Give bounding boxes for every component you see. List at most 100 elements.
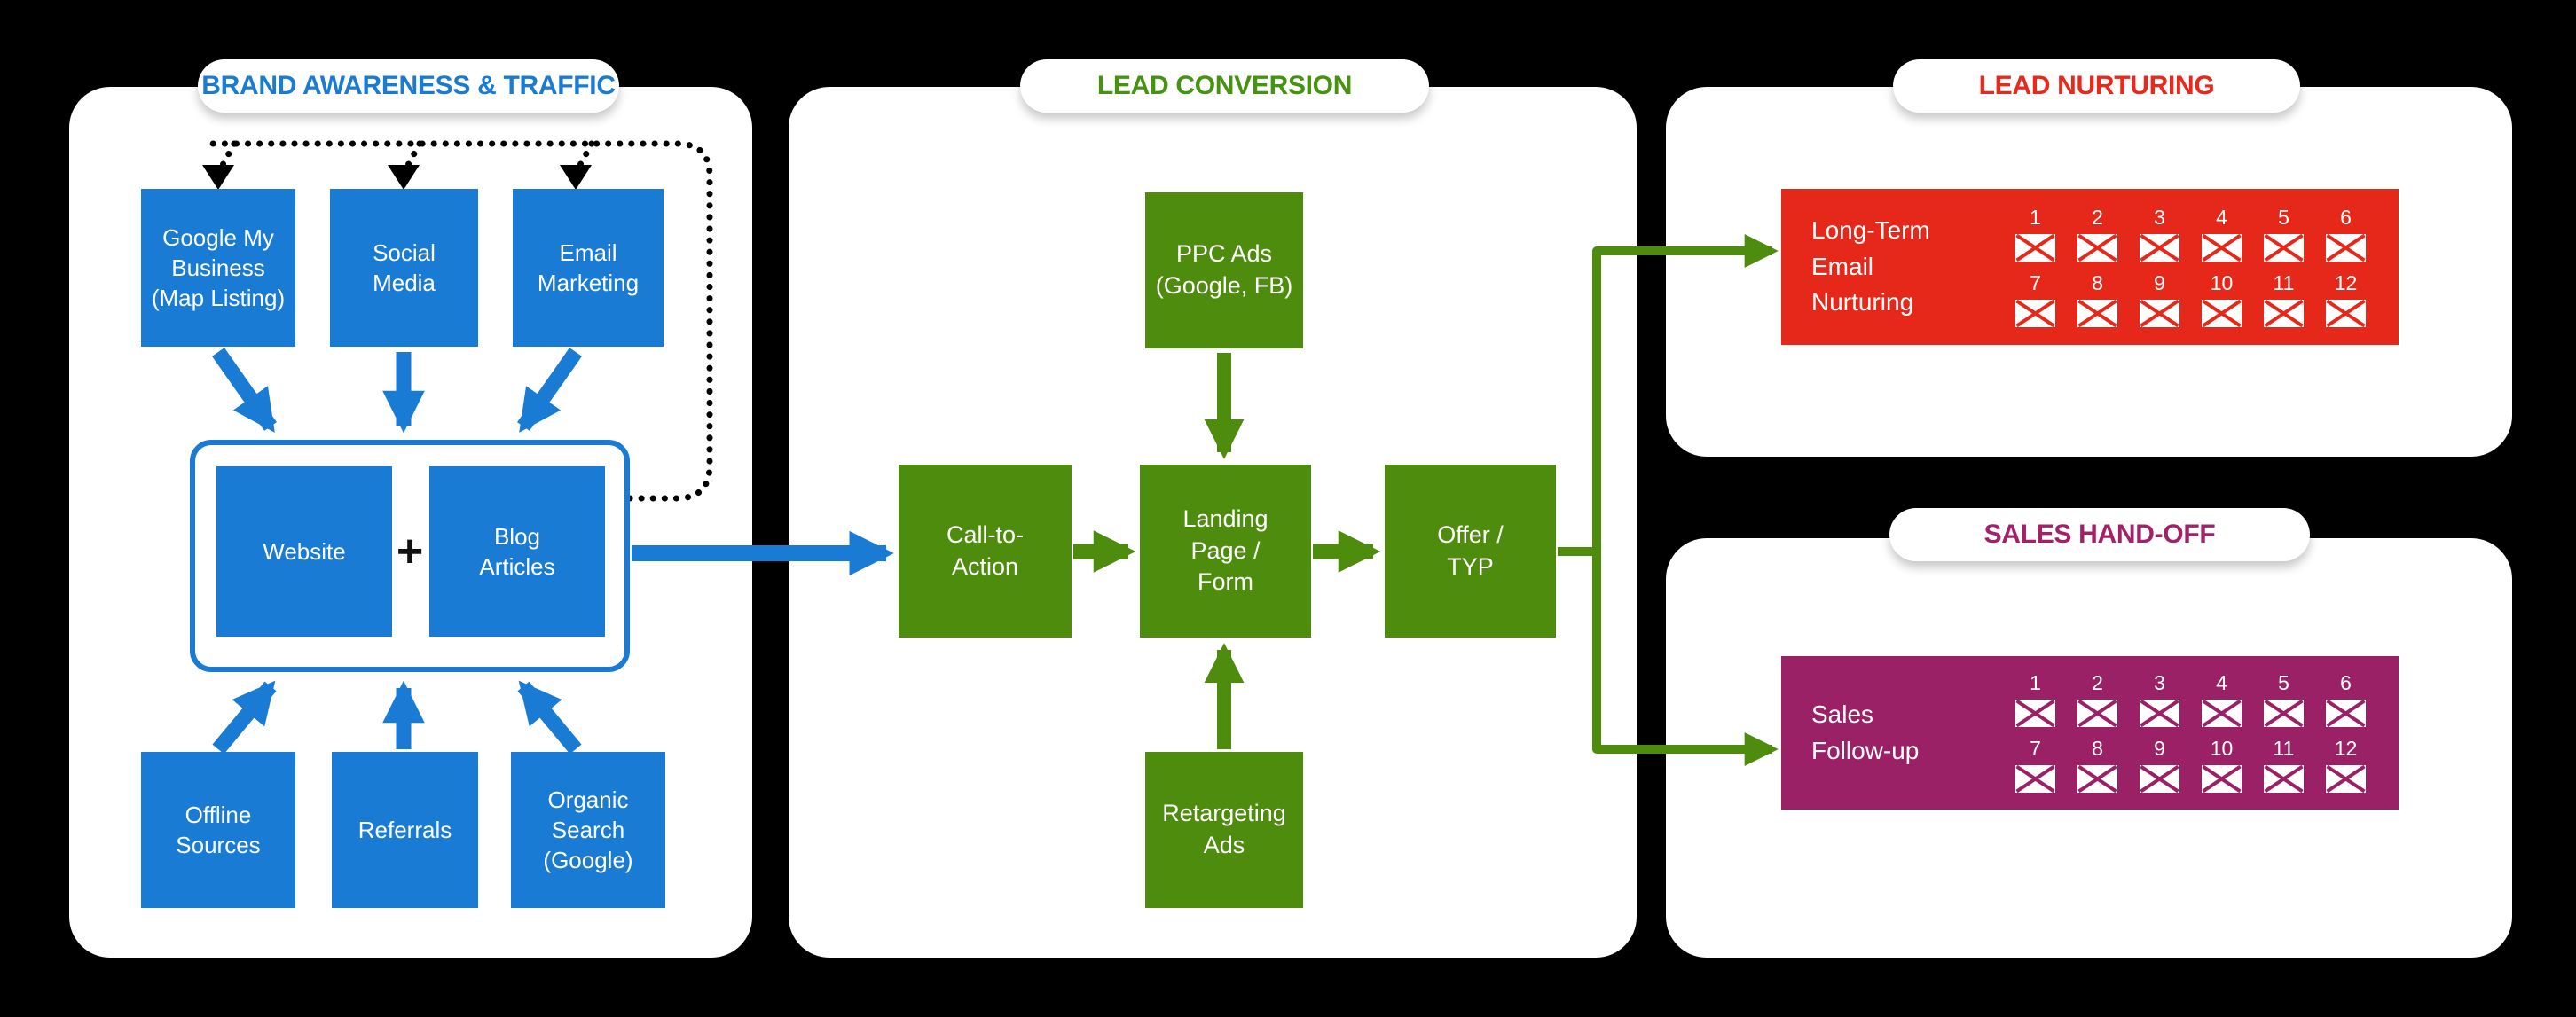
email-number: 12 [2334,270,2358,294]
email-step: 9 [2140,739,2179,793]
email-number: 7 [2030,270,2041,294]
email-step: 5 [2264,673,2304,727]
envelope-icon [2326,299,2366,327]
email-number: 9 [2154,270,2165,294]
email-number: 1 [2030,671,2041,694]
badge-sales-handoff: SALES HAND-OFF [1889,508,2310,561]
email-number: 10 [2210,737,2234,760]
sales-label: Sales Follow-up [1811,700,1920,764]
email-number: 9 [2154,737,2165,760]
plus-sign: + [396,526,424,577]
email-step: 9 [2140,270,2179,327]
dotted-drop-gmb [218,140,238,170]
email-step: 1 [2015,673,2055,727]
arrow-email-to-hub [517,348,582,433]
email-step: 10 [2202,739,2242,793]
badge-lead-nurturing: LEAD NURTURING [1893,59,2300,113]
email-number: 1 [2030,205,2041,229]
envelope-icon [2202,233,2242,262]
dotted-arrowhead-email [560,165,592,190]
email-number: 5 [2278,671,2289,694]
email-step: 7 [2015,739,2055,793]
email-number: 2 [2092,205,2103,229]
envelope-icon [2202,700,2242,727]
email-step: 11 [2264,270,2304,327]
envelope-icon [2077,299,2117,327]
arrow-organic-to-hub [517,680,582,755]
envelope-icon [2326,233,2366,262]
arrow-offline-to-hub [212,680,277,755]
envelope-icon [2077,700,2117,727]
email-number: 12 [2334,737,2358,760]
email-step: 5 [2264,207,2304,262]
email-number: 11 [2273,737,2295,760]
envelope-icon [2202,299,2242,327]
email-step: 2 [2077,207,2117,262]
box-landing-page: Landing Page / Form [1140,465,1311,638]
envelope-icon [2264,299,2304,327]
box-website: Website [216,466,392,637]
email-number: 11 [2273,270,2295,294]
email-number: 6 [2340,205,2352,229]
email-step: 8 [2077,739,2117,793]
envelope-icon [2264,233,2304,262]
email-step: 12 [2326,270,2366,327]
dotted-arrowhead-social [388,165,420,190]
email-number: 8 [2092,270,2103,294]
envelope-icon [2015,765,2055,793]
envelope-icon [2264,700,2304,727]
envelope-icon [2264,765,2304,793]
email-number: 3 [2154,205,2165,229]
box-social-media: Social Media [330,189,478,347]
email-step: 2 [2077,673,2117,727]
email-number: 4 [2216,205,2227,229]
email-step: 3 [2140,673,2179,727]
box-google-my-business: Google My Business (Map Listing) [141,189,295,347]
dotted-drop-social [404,140,423,170]
email-step: 3 [2140,207,2179,262]
email-step: 4 [2202,673,2242,727]
box-offline-sources: Offline Sources [141,752,295,908]
email-number: 7 [2030,737,2041,760]
envelope-icon [2015,233,2055,262]
envelope-icon [2202,765,2242,793]
envelope-icon [2015,299,2055,327]
envelope-icon [2326,765,2366,793]
email-step: 4 [2202,207,2242,262]
email-step: 8 [2077,270,2117,327]
email-step: 12 [2326,739,2366,793]
email-step: 11 [2264,739,2304,793]
email-step: 6 [2326,207,2366,262]
arrow-offer-to-nurturing [1558,234,1779,556]
arrow-gmb-to-hub [212,348,277,433]
email-number: 3 [2154,671,2165,694]
envelope-icon [2015,700,2055,727]
box-referrals: Referrals [332,752,478,908]
box-offer-typ: Offer / TYP [1385,465,1556,638]
envelope-icon [2140,299,2179,327]
box-blog-articles: Blog Articles [429,466,605,637]
email-number: 4 [2216,671,2227,694]
dotted-feedback-loop [209,140,713,502]
nurturing-label: Long-Term Email Nurturing [1811,216,1930,317]
envelope-icon [2140,765,2179,793]
email-number: 2 [2092,671,2103,694]
email-step: 10 [2202,272,2242,327]
dotted-arrowhead-gmb [202,165,234,190]
email-number: 6 [2340,671,2352,694]
envelope-icon [2140,233,2179,262]
envelope-icon [2140,700,2179,727]
box-organic-search: Organic Search (Google) [511,752,665,908]
email-step: 6 [2326,673,2366,727]
badge-brand-awareness: BRAND AWARENESS & TRAFFIC [198,59,619,113]
email-step: 1 [2015,207,2055,262]
dotted-drop-email [576,140,595,170]
arrow-offer-to-sales [1592,548,1779,766]
badge-lead-conversion: LEAD CONVERSION [1020,59,1429,113]
